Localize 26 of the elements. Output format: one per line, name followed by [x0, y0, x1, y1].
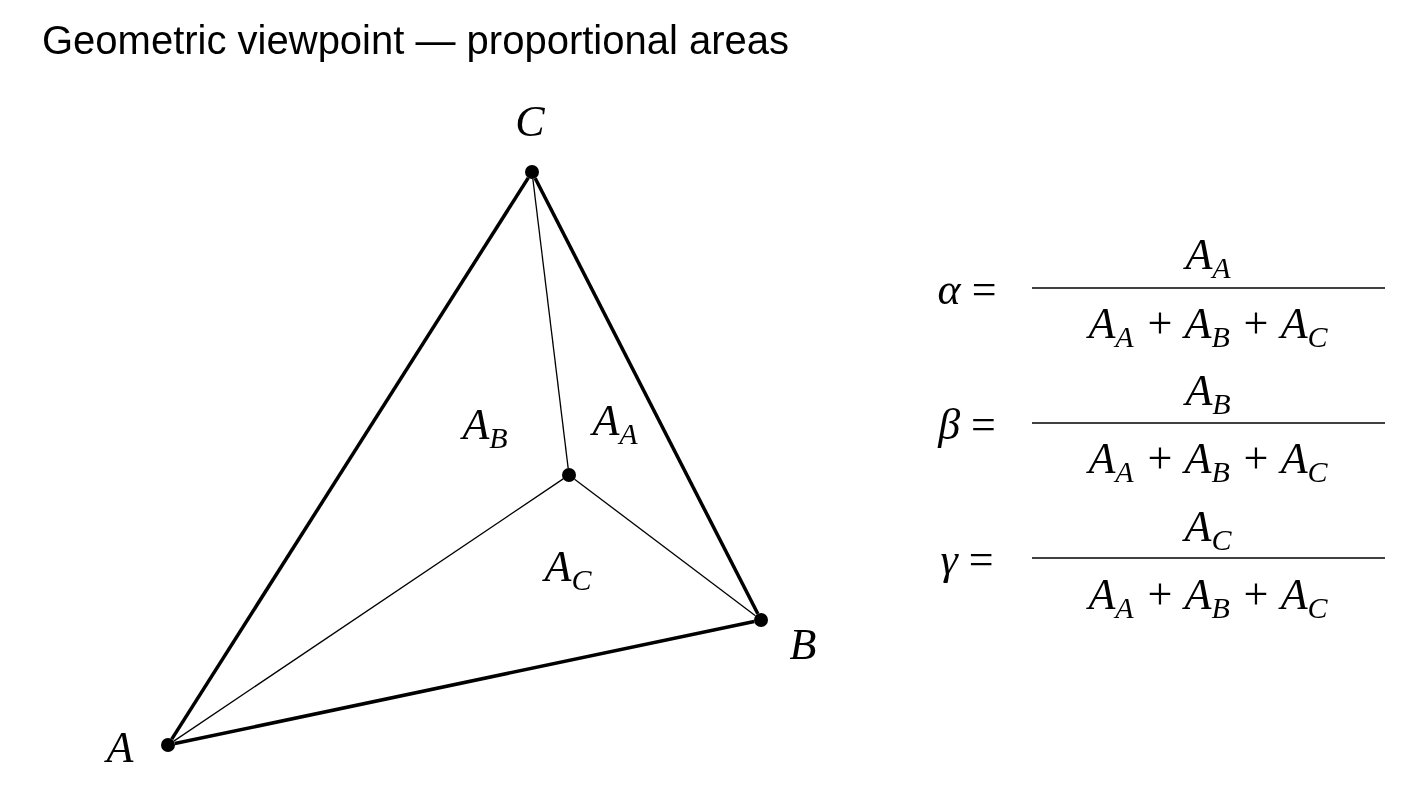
formula-denominator: A$_{A}$ + A$_{B}$ + A$_{C}$ [1088, 302, 1328, 352]
formula-lhs: β = [938, 403, 996, 447]
formula-lhs: γ = [940, 538, 994, 582]
line-segment [173, 478, 564, 742]
point-dot [754, 613, 768, 627]
formula-numerator: A$_{C}$ [1184, 505, 1232, 555]
point-dot [562, 468, 576, 482]
formula-numerator: A$_{B}$ [1185, 369, 1231, 419]
formula-denominator: A$_{A}$ + A$_{B}$ + A$_{C}$ [1088, 573, 1328, 623]
area-label: A$_{B}$ [462, 403, 508, 453]
vertex-label: C [515, 100, 545, 144]
point-dot [161, 738, 175, 752]
line-segment [532, 178, 569, 469]
formula-numerator: A$_{A}$ [1185, 233, 1231, 283]
point-dot [525, 165, 539, 179]
title: Geometric viewpoint — proportional areas [42, 18, 789, 63]
vertex-label: A [106, 726, 134, 770]
line-segment [573, 478, 757, 617]
triangle-edge [174, 619, 755, 746]
formula-lhs: α = [937, 268, 997, 312]
triangle-edge [533, 177, 760, 615]
vertex-label: B [789, 623, 817, 667]
triangle-edge [170, 176, 530, 741]
area-label: A$_{A}$ [592, 399, 638, 449]
formula-denominator: A$_{A}$ + A$_{B}$ + A$_{C}$ [1088, 437, 1328, 487]
area-label: A$_{C}$ [544, 545, 592, 595]
